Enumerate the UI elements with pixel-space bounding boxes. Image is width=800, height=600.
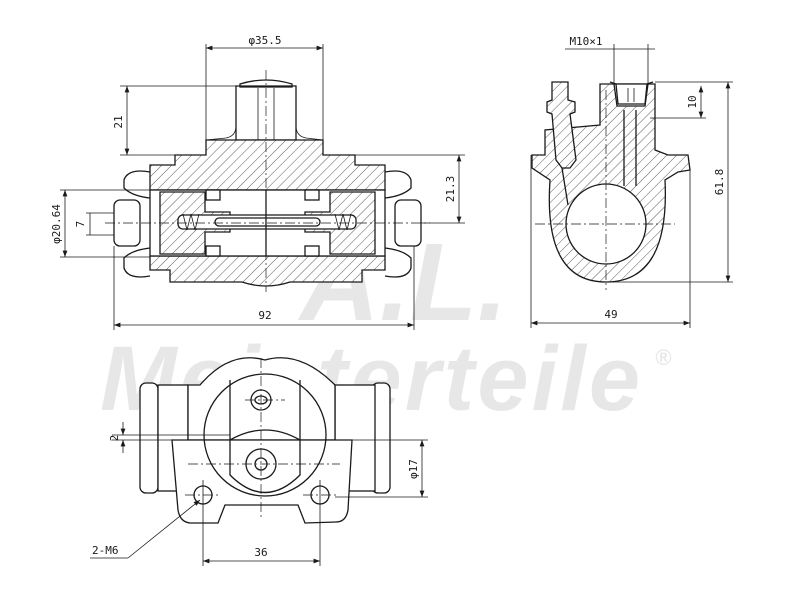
front-section-view: φ35.5 21 21.3 φ20.64 7 92: [50, 34, 465, 330]
dim-pilot-diameter: φ17: [407, 459, 420, 479]
dim-boss-diameter: φ35.5: [248, 34, 281, 47]
dim-overall-height: 61.8: [713, 169, 726, 196]
dim-thread: M10×1: [569, 35, 602, 48]
dim-boss-height: 21: [112, 115, 125, 128]
dim-overall-width: 49: [604, 308, 617, 321]
watermark-registered: ®: [655, 345, 672, 370]
dim-piston-pin: 7: [74, 221, 87, 228]
dim-axis-height: 21.3: [444, 176, 457, 203]
dim-offset: 2: [108, 435, 121, 442]
dim-overall-length: 92: [258, 309, 271, 322]
bottom-view: 2 φ17 36 2-M6: [90, 357, 428, 566]
dim-mounting-holes: 2-M6: [92, 544, 119, 557]
dim-hole-spacing: 36: [254, 546, 267, 559]
cylinder-body: [149, 139, 386, 191]
side-section-view: M10×1 10 61.8 49: [530, 35, 733, 328]
dim-thread-depth: 10: [686, 95, 699, 108]
dim-bore-diameter: φ20.64: [50, 204, 63, 244]
